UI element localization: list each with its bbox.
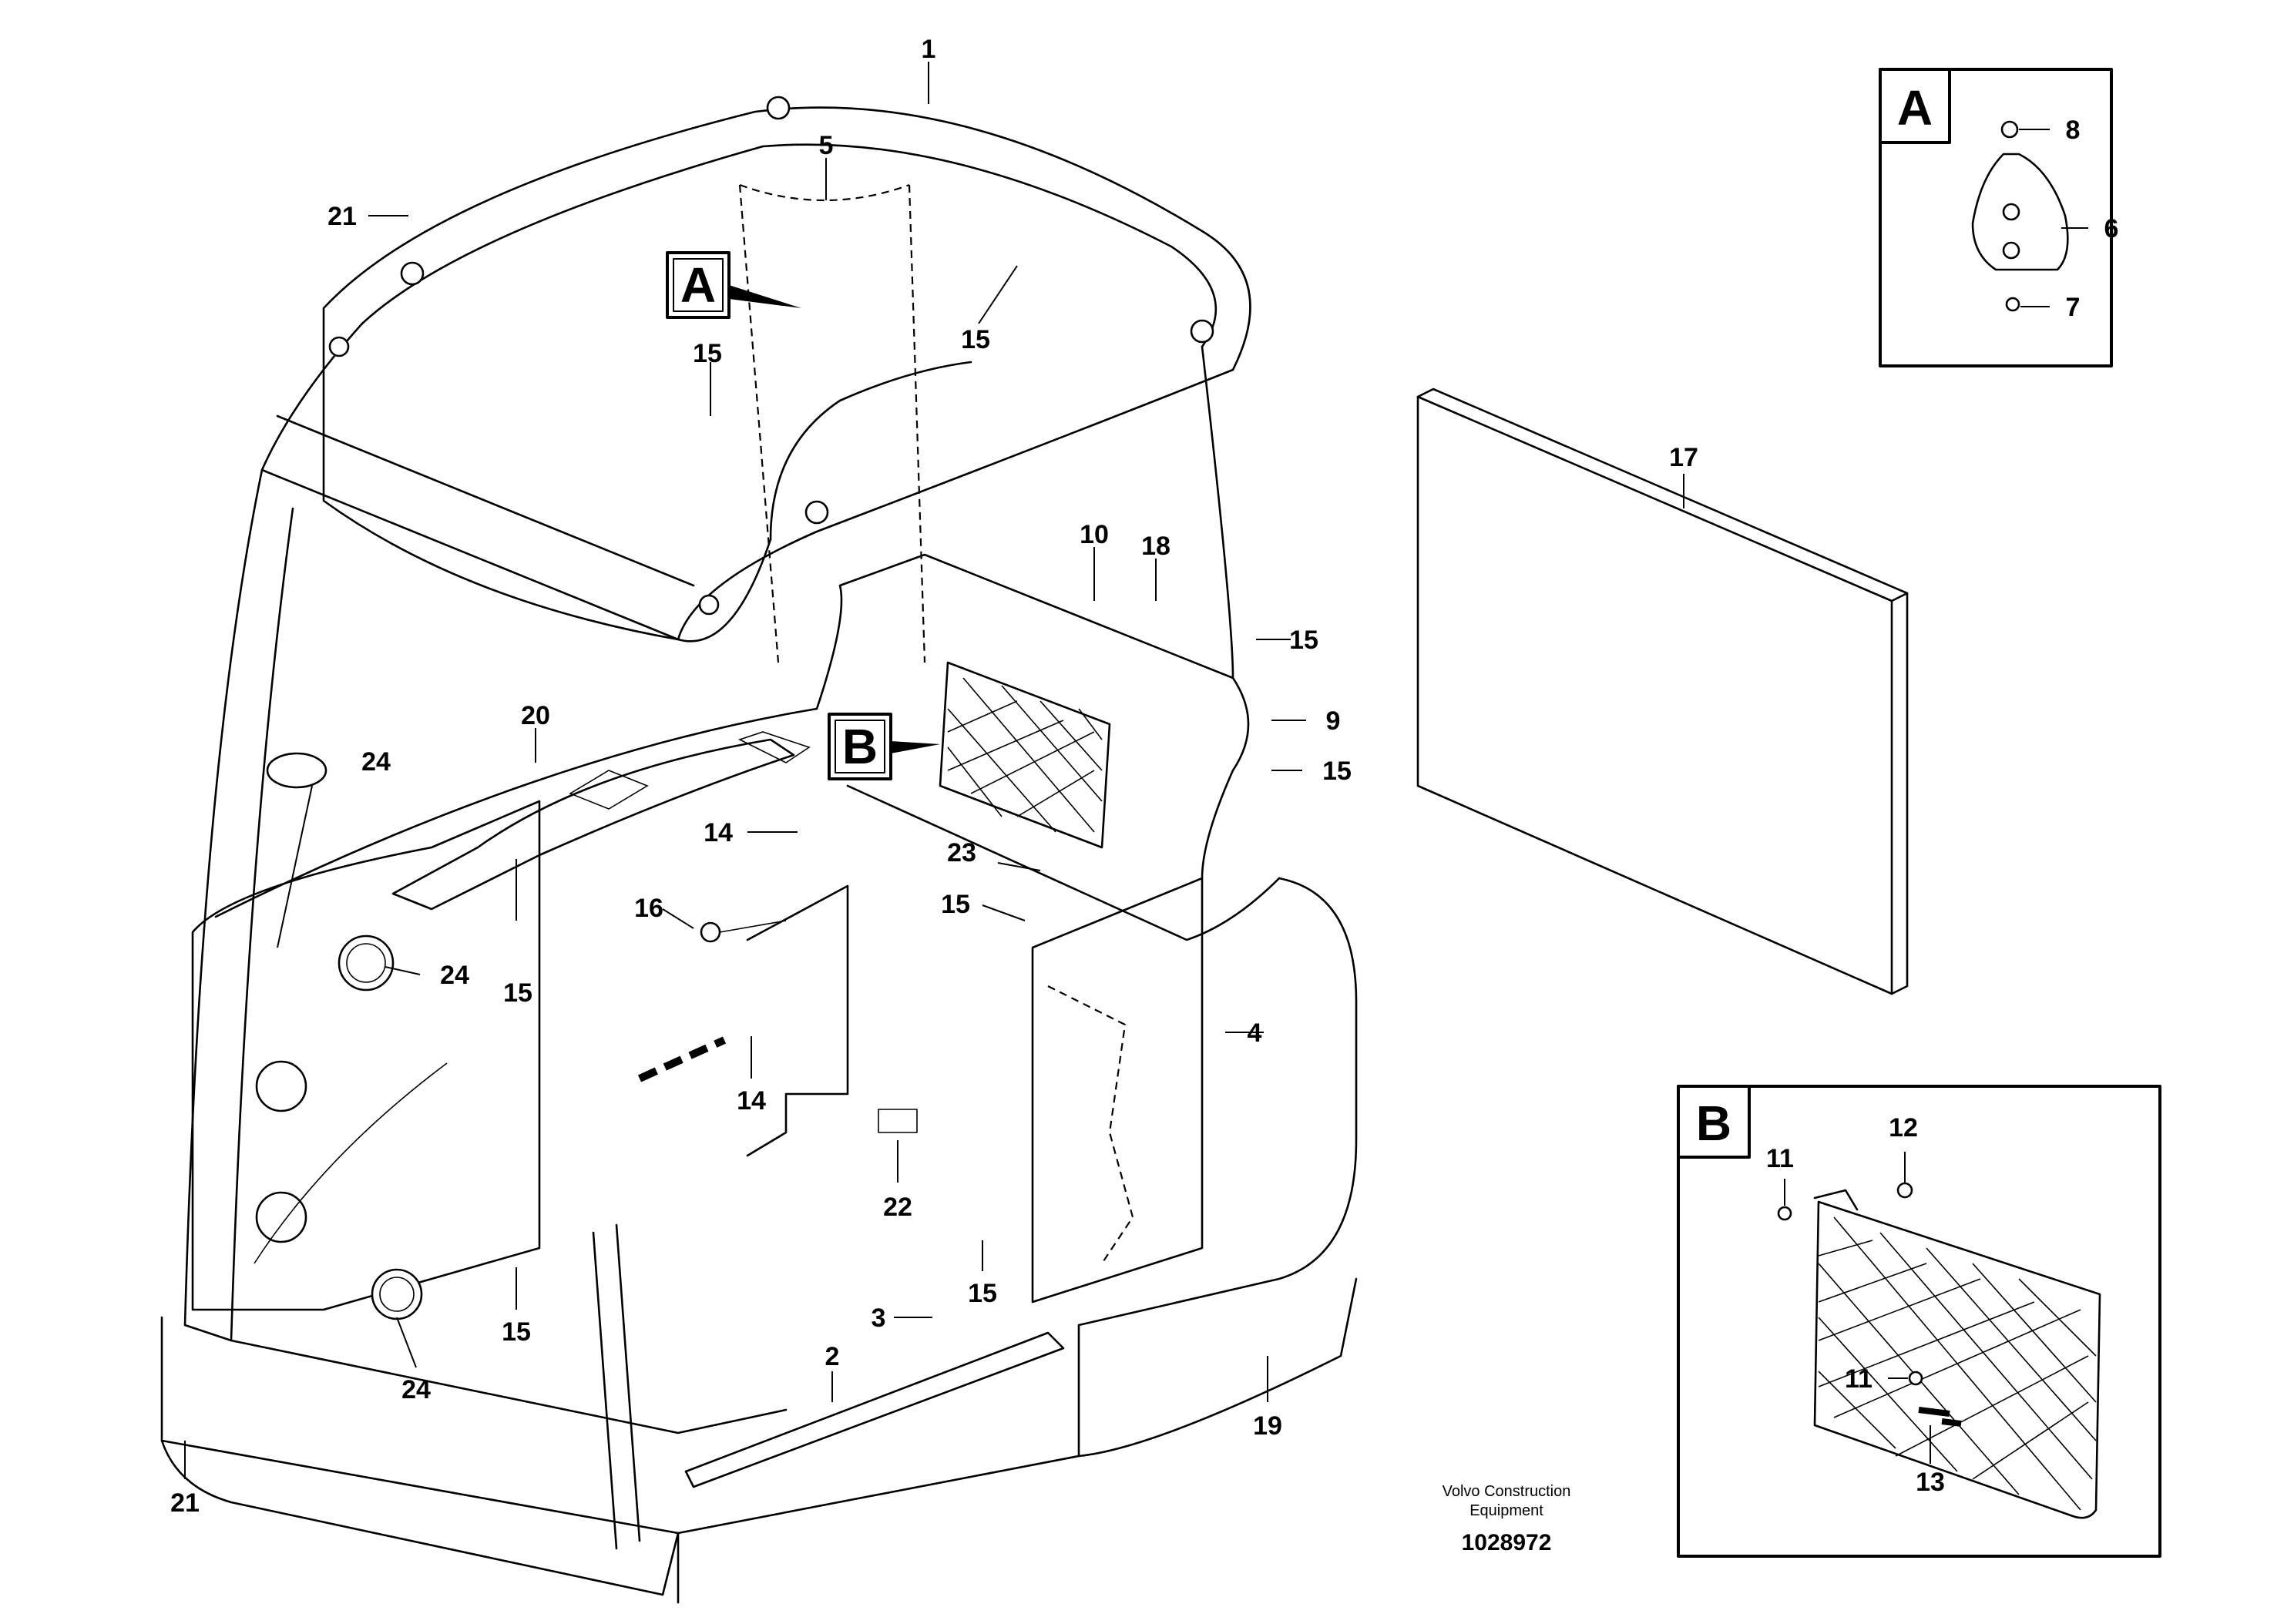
callout-24-bottom: 24 bbox=[401, 1375, 431, 1404]
inset-a-label-7: 7 bbox=[2066, 293, 2081, 322]
flag-b: B bbox=[828, 713, 940, 780]
callout-21-bottom: 21 bbox=[170, 1488, 200, 1518]
callout-10: 10 bbox=[1080, 520, 1109, 549]
callout-24-top: 24 bbox=[361, 747, 391, 777]
callout-22: 22 bbox=[883, 1193, 912, 1222]
inset-b-label-11-lower: 11 bbox=[1845, 1364, 1872, 1394]
inset-a: A 8 6 7 bbox=[1879, 68, 2119, 367]
inset-b-label-13: 13 bbox=[1916, 1468, 1945, 1497]
callout-15-roof-right: 15 bbox=[961, 325, 990, 354]
callout-15-center: 15 bbox=[941, 890, 970, 919]
callout-3: 3 bbox=[872, 1304, 886, 1333]
callout-16: 16 bbox=[634, 894, 663, 923]
callout-15-right-mid: 15 bbox=[1322, 757, 1352, 786]
flag-b-letter: B bbox=[842, 719, 878, 774]
callout-2: 2 bbox=[825, 1342, 840, 1371]
callout-23: 23 bbox=[947, 838, 976, 867]
inset-a-label-8: 8 bbox=[2066, 116, 2081, 145]
brand-line-1: Volvo Construction bbox=[1443, 1483, 1571, 1500]
callout-20: 20 bbox=[521, 701, 550, 730]
callout-14-upper: 14 bbox=[704, 818, 733, 847]
callout-14-lower: 14 bbox=[737, 1086, 766, 1116]
callout-17: 17 bbox=[1669, 443, 1698, 472]
cab-frame-drawing bbox=[160, 96, 1358, 1604]
callout-18: 18 bbox=[1141, 532, 1171, 561]
callout-19: 19 bbox=[1253, 1411, 1282, 1441]
inset-b-label-12: 12 bbox=[1889, 1113, 1918, 1143]
callout-21-top: 21 bbox=[327, 202, 357, 231]
inset-b-letter: B bbox=[1696, 1096, 1731, 1151]
doc-number: 1028972 bbox=[1462, 1530, 1552, 1555]
callout-15-lower-right: 15 bbox=[968, 1279, 997, 1308]
flag-a-letter: A bbox=[680, 257, 716, 313]
leader-lines bbox=[184, 62, 1684, 1479]
inset-a-label-6: 6 bbox=[2104, 214, 2119, 243]
callout-1: 1 bbox=[922, 35, 936, 64]
inset-b: B 11 12 11 13 bbox=[1677, 1085, 2161, 1558]
callout-4: 4 bbox=[1248, 1018, 1262, 1048]
callout-15-roof-left: 15 bbox=[693, 339, 722, 368]
panel-17-drawing bbox=[1416, 388, 1909, 995]
callout-24-mid: 24 bbox=[440, 961, 469, 990]
brand-line-2: Equipment bbox=[1469, 1502, 1543, 1519]
callout-5: 5 bbox=[819, 131, 834, 160]
callout-15-lower-left: 15 bbox=[502, 1317, 531, 1347]
inset-a-letter: A bbox=[1897, 80, 1933, 136]
callouts: 1 5 21 15 15 17 10 18 15 9 20 24 15 14 2… bbox=[170, 35, 1698, 1518]
flag-a: A bbox=[666, 251, 801, 319]
inset-b-label-11-top: 11 bbox=[1766, 1144, 1794, 1173]
callout-9: 9 bbox=[1326, 706, 1341, 736]
callout-15-left-console: 15 bbox=[503, 978, 532, 1008]
footer: Volvo Construction Equipment 1028972 bbox=[1443, 1483, 1571, 1555]
callout-15-upper-right: 15 bbox=[1289, 626, 1318, 655]
